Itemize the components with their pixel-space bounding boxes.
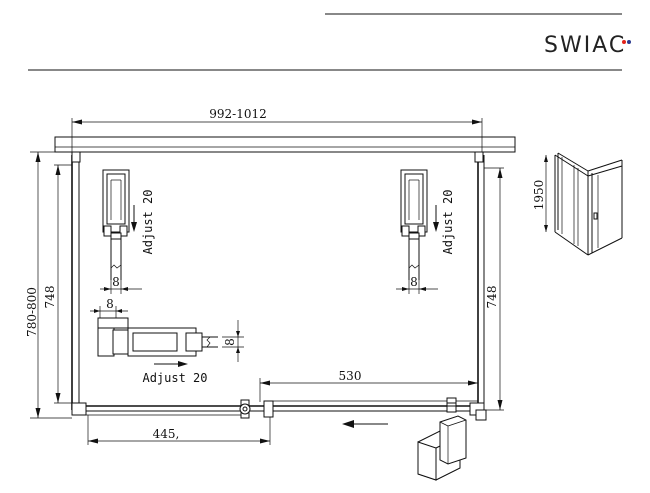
side-depth-left-label: 748 — [43, 286, 57, 309]
height-label: 1950 — [532, 180, 546, 211]
side-depth-left-dimension: 748 — [43, 164, 72, 404]
wall-profile-detail-bottom: 8 8 Adjust 20 — [90, 297, 244, 385]
profile-width-bottom-side-label: 8 — [223, 338, 237, 346]
overall-depth-dimension: 780-800 — [25, 151, 72, 419]
overall-width-dimension: 992-1012 — [71, 107, 483, 160]
logo-blue-dot — [627, 40, 631, 44]
enclosure-3d-thumbnail: 1950 — [532, 152, 623, 256]
logo-red-dot — [622, 40, 626, 44]
enclosure-plan — [71, 151, 487, 421]
top-wall — [54, 136, 516, 153]
brand-logo: SWIAC — [544, 33, 631, 58]
fixed-panel-dimension: 445, — [87, 415, 271, 445]
wall-profile-detail-right: 8 Adjust 20 — [396, 169, 455, 294]
fixed-panel-label: 445, — [153, 427, 180, 441]
overall-depth-label: 780-800 — [25, 287, 39, 337]
slide-direction-arrow — [342, 420, 388, 428]
profile-width-left-label: 8 — [112, 275, 120, 289]
adjust-bottom-label: Adjust 20 — [142, 371, 207, 385]
door-opening-label: 530 — [339, 369, 362, 383]
adjust-right-label: Adjust 20 — [441, 189, 455, 254]
logo-text: SWIAC — [544, 33, 626, 58]
side-depth-right-label: 748 — [485, 286, 499, 309]
overall-width-label: 992-1012 — [209, 107, 267, 121]
wall-profile-detail-left: 8 Adjust 20 — [100, 169, 155, 294]
side-depth-right-dimension: 748 — [484, 167, 504, 411]
profile-width-bottom-top-label: 8 — [106, 297, 114, 311]
adjust-left-label: Adjust 20 — [141, 189, 155, 254]
handle-3d-detail — [417, 415, 467, 481]
profile-width-right-label: 8 — [410, 275, 418, 289]
door-opening-dimension: 530 — [259, 369, 479, 402]
